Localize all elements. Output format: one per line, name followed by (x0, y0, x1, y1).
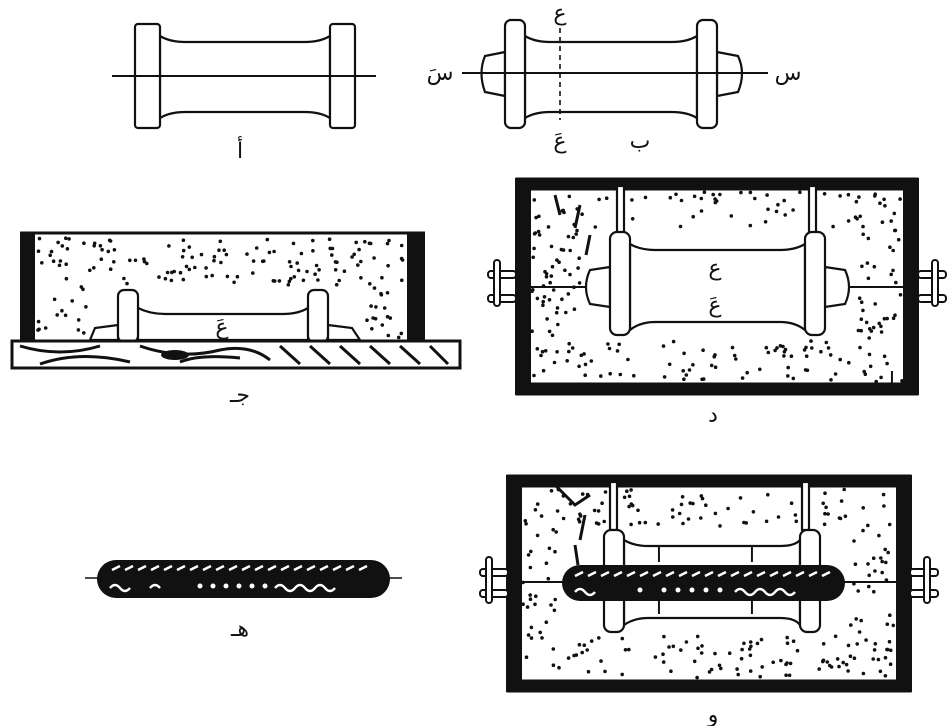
panel-f-poured-mold: I I I I و (479, 474, 939, 726)
panel-c-drag-molding: عَ جـ (10, 231, 462, 408)
cope-label: ع (708, 256, 721, 281)
caption-a: أ (237, 136, 243, 164)
axis-label-right: س (775, 61, 802, 86)
molding-board (10, 339, 462, 370)
flask-clamp-left (487, 259, 517, 307)
drag-label: عَ (708, 293, 721, 318)
marker-i: I (656, 595, 662, 619)
axis-label-bottom: عَ (553, 129, 566, 154)
axis-label-left: سَ (427, 61, 454, 86)
caption-c: جـ (229, 383, 250, 408)
marker-i: I (889, 367, 895, 391)
sand-texture (36, 236, 405, 340)
axis-label-top: ع (553, 1, 566, 26)
flask-clamp-right (917, 259, 947, 307)
caption-b: ب (630, 129, 651, 154)
panel-d-closed-mold: ع عَ I د (487, 177, 947, 428)
sand-texture (530, 190, 904, 384)
flask-clamp-right (909, 556, 939, 604)
caption-f: و (707, 703, 719, 726)
sand-texture (521, 487, 896, 680)
marker-i: I (749, 595, 755, 619)
flask-clamp-left (479, 556, 509, 604)
panel-b-split-pattern: ع عَ ب س سَ (427, 1, 802, 154)
caption-e: هـ (230, 617, 249, 642)
caption-d: د (708, 403, 718, 428)
marker-i: I (749, 543, 755, 567)
panel-e-casting: هـ (85, 560, 402, 642)
marker-i: I (656, 543, 662, 567)
pattern-label: عَ (215, 315, 228, 340)
panel-a-pattern: أ (112, 22, 376, 164)
